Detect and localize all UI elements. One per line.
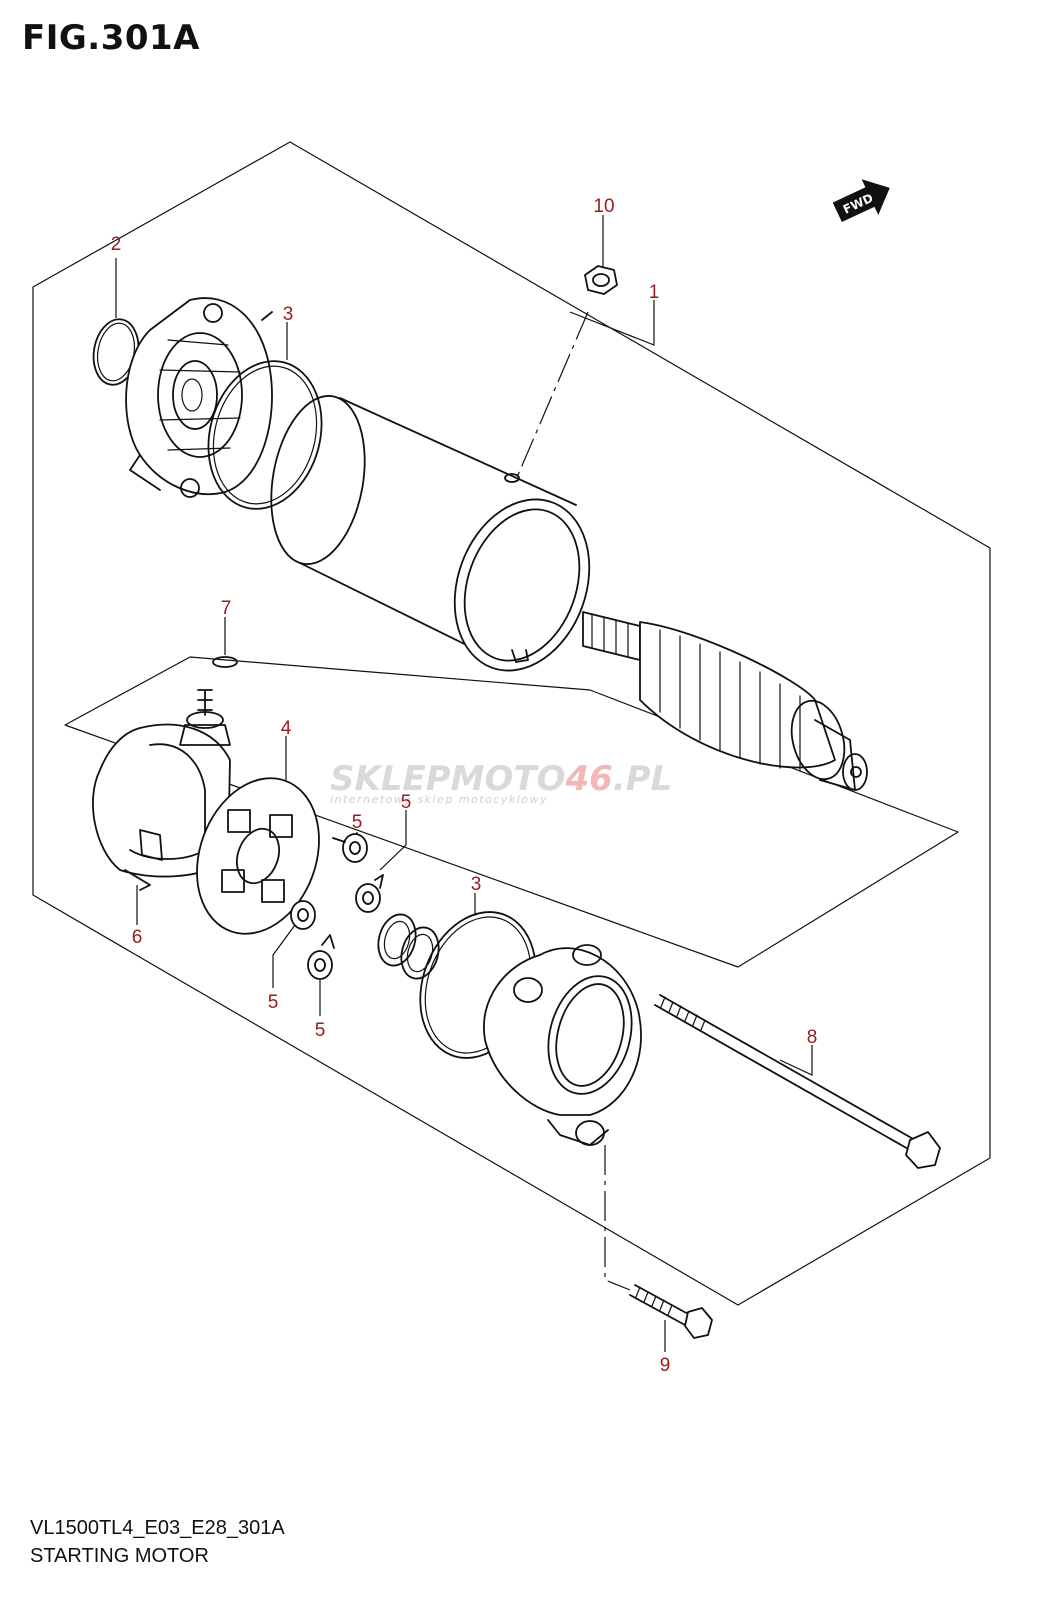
callout-5-c: 5 bbox=[268, 992, 279, 1013]
rear-cover bbox=[483, 944, 642, 1146]
part-5-brush-spring-d bbox=[307, 934, 335, 980]
callout-5-b: 5 bbox=[401, 792, 412, 813]
figure-title: FIG.301A bbox=[22, 18, 200, 58]
part-3-o-ring-upper bbox=[207, 360, 323, 510]
callout-1: 1 bbox=[649, 282, 660, 303]
callout-3-lower: 3 bbox=[471, 874, 482, 895]
leader-1 bbox=[569, 300, 655, 346]
alignment-line-nut bbox=[517, 311, 589, 476]
callout-8: 8 bbox=[807, 1027, 818, 1048]
callout-10: 10 bbox=[593, 196, 614, 217]
callout-5-a: 5 bbox=[352, 812, 363, 833]
part-9-mounting-bolt bbox=[629, 1284, 713, 1339]
part-7-small-o-ring bbox=[212, 656, 238, 668]
part-6-brush-holder-bracket bbox=[92, 689, 231, 891]
thrust-washer-a bbox=[377, 913, 417, 967]
leader-8 bbox=[779, 1045, 813, 1076]
front-cover bbox=[125, 297, 273, 498]
alignment-line-bolt bbox=[604, 1145, 631, 1291]
watermark-brand-suffix: .PL bbox=[613, 759, 673, 799]
watermark-tagline: internetowy sklep motocyklowy bbox=[330, 793, 548, 806]
yoke-housing bbox=[270, 395, 591, 672]
callout-5-d: 5 bbox=[315, 1020, 326, 1041]
assembly-outline bbox=[32, 141, 991, 1306]
part-10-flange-nut bbox=[584, 265, 618, 295]
part-5-brush-spring-a bbox=[332, 833, 368, 863]
thrust-washer-b bbox=[400, 926, 440, 980]
callout-4: 4 bbox=[281, 718, 292, 739]
callout-2: 2 bbox=[111, 234, 122, 255]
figure-model-code: VL1500TL4_E03_E28_301A bbox=[30, 1517, 285, 1539]
svg-text:SKLEPMOTO46.PL: SKLEPMOTO46.PL bbox=[330, 759, 672, 799]
part-4-brush-plate bbox=[196, 777, 320, 935]
part-8-through-bolt bbox=[654, 994, 941, 1169]
callout-6: 6 bbox=[132, 927, 143, 948]
figure-name: STARTING MOTOR bbox=[30, 1545, 209, 1567]
part-5-brush-spring-b bbox=[355, 874, 384, 913]
leader-5c bbox=[272, 924, 296, 988]
watermark-brand-main: SKLEPMOTO bbox=[330, 759, 565, 799]
shop-watermark: SKLEPMOTO46.PL internetowy sklep motocyk… bbox=[330, 759, 672, 806]
watermark-brand-accent: 46 bbox=[564, 759, 612, 799]
armature-subassembly-outline bbox=[64, 656, 959, 968]
leader-5b bbox=[379, 810, 407, 871]
armature bbox=[582, 611, 868, 791]
part-5-brush-spring-c bbox=[290, 900, 316, 930]
callout-3-upper: 3 bbox=[283, 304, 294, 325]
callout-9: 9 bbox=[660, 1355, 671, 1376]
forward-direction-arrow-icon: FWD bbox=[832, 179, 890, 223]
callout-7: 7 bbox=[221, 598, 232, 619]
